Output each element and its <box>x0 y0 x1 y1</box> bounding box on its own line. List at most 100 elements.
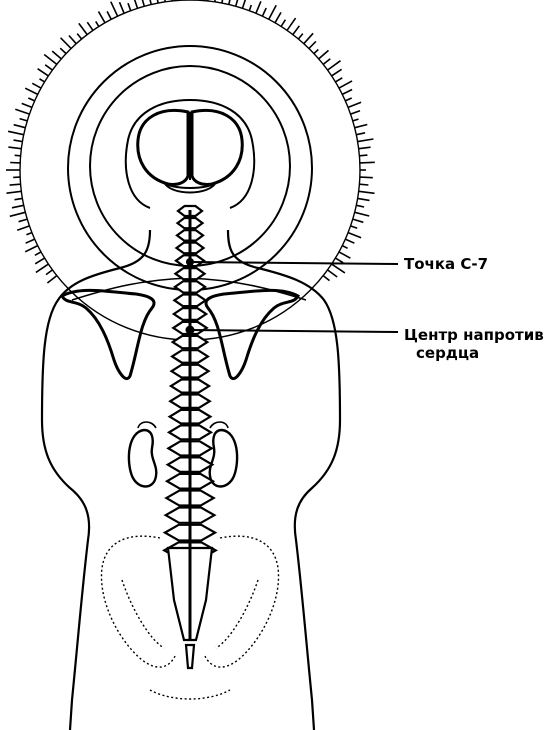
left-shoulder-blade-icon <box>62 290 154 378</box>
aura-ray <box>298 34 302 39</box>
aura-ray <box>12 205 24 208</box>
aura-ray <box>342 90 352 95</box>
aura-ray <box>243 0 246 8</box>
aura-ray <box>141 0 144 6</box>
aura-ray <box>309 41 316 48</box>
aura-ray <box>19 219 28 222</box>
aura-ray <box>256 1 261 13</box>
aura-ray <box>353 219 364 222</box>
right-shoulder-blade-icon <box>206 290 298 378</box>
heart-center-label-line1: Центр напротив <box>404 326 544 344</box>
aura-ray <box>79 23 87 34</box>
aura-ray <box>36 264 49 272</box>
aura-ray <box>47 276 56 283</box>
aura-ray <box>111 2 118 17</box>
heart-pointer-line <box>190 330 398 332</box>
aura-ray <box>14 140 23 142</box>
aura-ray <box>52 51 61 59</box>
aura-ray <box>236 0 240 6</box>
aura-ray <box>319 50 329 59</box>
aura-ray <box>342 246 347 249</box>
aura-ray <box>356 205 364 207</box>
aura-ray <box>358 198 370 200</box>
aura-ray <box>22 103 32 107</box>
aura-ray <box>14 125 26 128</box>
aura-ray <box>40 79 45 82</box>
aura-ray <box>345 98 351 101</box>
aura-ray <box>128 3 131 11</box>
aura-ray <box>323 276 329 281</box>
aura-ray <box>360 162 375 163</box>
aura-ray <box>26 239 35 243</box>
aura-ray <box>328 61 341 70</box>
aura-ray <box>348 102 361 107</box>
aura-ray <box>45 65 52 70</box>
aura-ray <box>339 81 352 88</box>
aura-ray <box>249 5 251 11</box>
aura-ray <box>32 83 41 88</box>
aura-ray <box>25 88 38 94</box>
aura-ray <box>99 12 106 23</box>
aura-ray <box>335 78 342 82</box>
aura-ray <box>26 233 32 235</box>
aura-ray <box>107 11 111 19</box>
aura-ray <box>17 226 29 230</box>
brain-icon <box>138 110 243 184</box>
aura-ray <box>35 252 41 255</box>
aura-ray <box>120 2 125 13</box>
aura-ray <box>293 26 300 35</box>
aura-ray <box>269 5 276 19</box>
heart-center-label-line2: сердца <box>416 344 479 362</box>
aura-ray <box>7 191 22 193</box>
aura-ray <box>133 0 138 8</box>
aura-ray <box>15 155 21 156</box>
aura-ray <box>15 198 23 199</box>
left-kidney-icon <box>129 422 156 487</box>
aura-ray <box>335 258 343 263</box>
aura-ray <box>332 264 345 273</box>
aura-ray <box>355 125 368 128</box>
aura-ray <box>360 177 373 178</box>
aura-ray <box>20 119 28 121</box>
aura-ray <box>87 22 93 30</box>
aura-ray <box>287 18 296 30</box>
aura-ray <box>314 50 318 54</box>
aura-ray <box>358 139 374 142</box>
aura-ray <box>353 119 359 121</box>
aura-ray <box>25 246 38 252</box>
aura-ray <box>281 20 285 27</box>
aura-ray <box>359 191 375 193</box>
aura-ray <box>355 212 370 216</box>
aura-ray <box>339 252 350 258</box>
aura-ray <box>351 226 358 228</box>
aura-ray <box>323 59 330 65</box>
aura-ray <box>46 270 53 275</box>
aura-ray <box>351 111 361 114</box>
aura-ray <box>96 21 99 26</box>
aura-ray <box>60 48 66 53</box>
aura-ray <box>10 184 21 185</box>
aura-ray <box>8 147 21 149</box>
aura-ray <box>359 155 367 156</box>
aura-ray <box>44 55 57 65</box>
aura-ray <box>69 36 76 44</box>
aura-ray <box>15 109 29 114</box>
aura-ray <box>359 184 368 185</box>
aura-ray <box>28 98 34 101</box>
aura-ray <box>35 258 44 264</box>
aura-ray <box>77 34 81 39</box>
aura-ray <box>359 147 371 149</box>
aura-ray <box>262 8 266 16</box>
aura-ray <box>345 239 354 243</box>
c7-point-label: Точка С-7 <box>404 255 488 273</box>
aura-ray <box>275 12 281 22</box>
aura-ray <box>38 69 49 76</box>
aura-ray <box>61 38 72 49</box>
aura-ray <box>304 33 313 43</box>
aura-ray <box>332 69 342 76</box>
aura-ray <box>8 131 24 134</box>
c7-pointer-line <box>190 262 398 264</box>
aura-ray <box>356 133 365 135</box>
aura-ray <box>10 212 25 216</box>
